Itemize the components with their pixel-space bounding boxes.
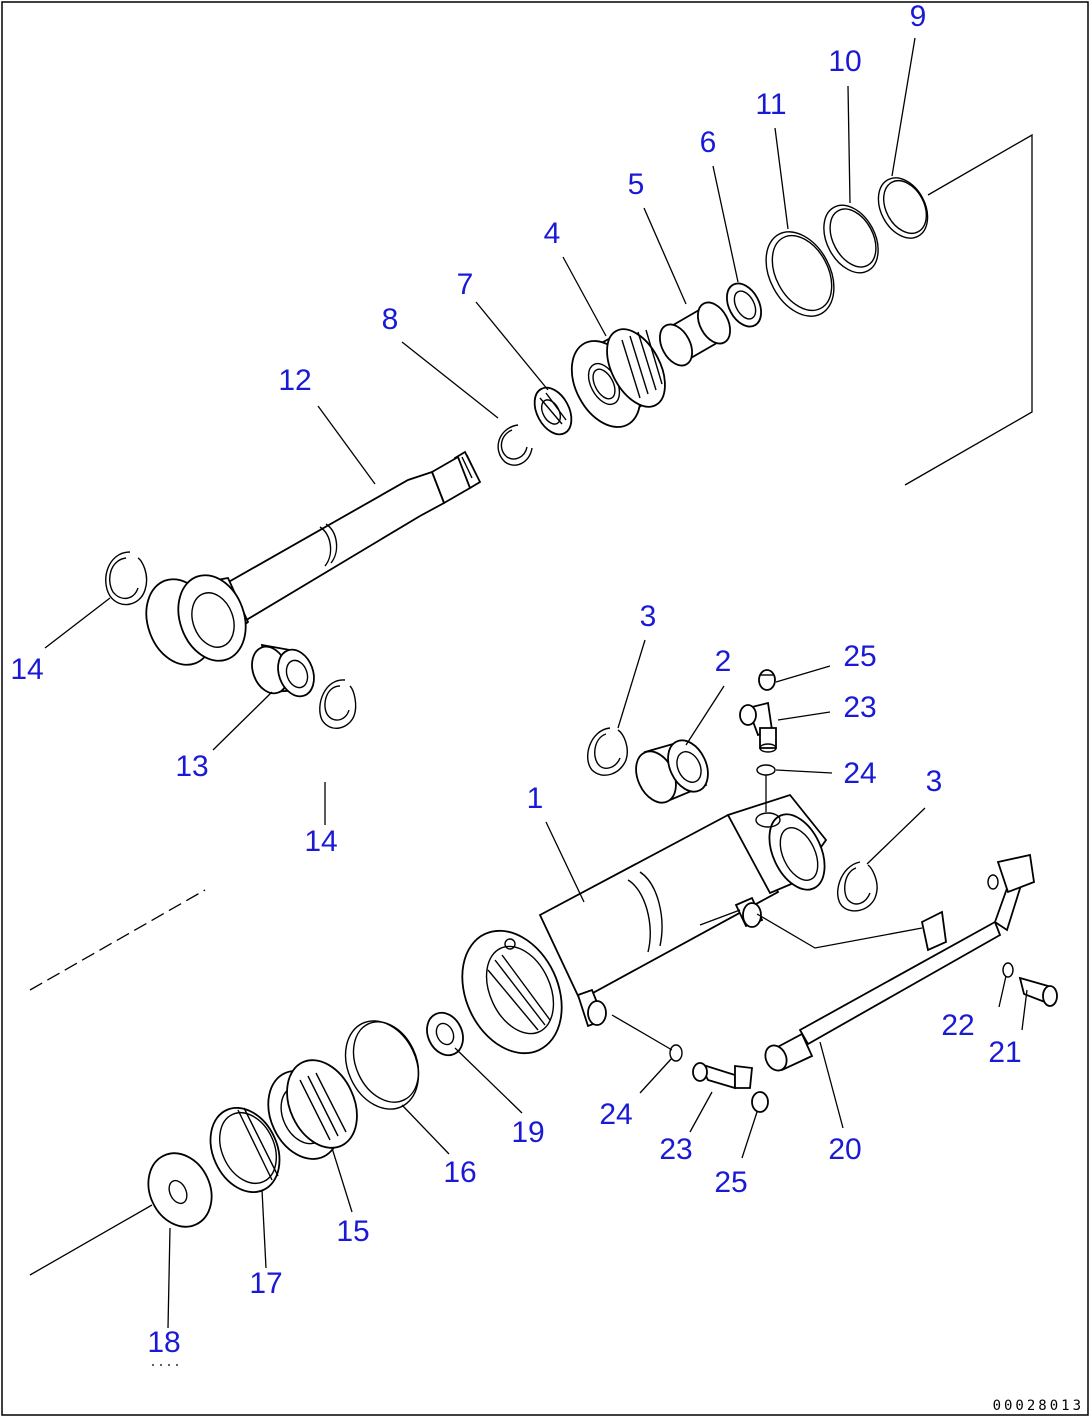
label-23-upper: 23 [843,691,876,724]
part-23-elbow-lower [692,1062,753,1090]
label-13: 13 [175,750,208,783]
label-25-lower: 25 [714,1166,747,1199]
drawing-code: 00028013 [993,1398,1084,1414]
label-14-upper: 14 [10,653,43,686]
label-17: 17 [249,1267,282,1300]
label-9: 9 [910,0,927,33]
part-24-oring-lower [669,1044,683,1062]
label-2: 2 [715,645,732,678]
part-6-bushing [726,282,762,328]
part-4-cylinder-head [570,328,666,428]
label-3-left: 3 [640,600,657,633]
label-10: 10 [828,45,861,78]
part-16-ring [344,1020,420,1110]
part-15-piston [267,1059,358,1160]
label-4: 4 [544,217,561,250]
label-24-lower: 24 [599,1098,632,1131]
part-12-piston-rod [145,450,482,666]
part-13-bushing [251,643,315,698]
part-3-snap-ring-left [587,727,628,776]
label-6: 6 [700,126,717,159]
part-25-plug-lower [751,1091,769,1113]
label-15: 15 [336,1215,369,1248]
part-20-pipe [756,853,1035,1072]
label-16: 16 [443,1156,476,1189]
label-11: 11 [755,88,786,121]
part-24-oring-upper [756,764,776,776]
part-25-plug-upper [758,669,776,691]
part-14-snap-ring-lower [319,679,357,729]
leader-lines [44,37,1028,1366]
part-2-bushing [635,739,709,804]
part-19-nut [426,1011,464,1057]
label-22: 22 [941,1009,974,1042]
part-17-ring [209,1106,281,1194]
label-23-lower: 23 [659,1133,692,1166]
label-3-right: 3 [926,765,943,798]
label-14-lower: 14 [304,825,337,858]
part-3-snap-ring-right [837,861,878,912]
part-10-ring [823,204,879,274]
axis-lines [29,133,1033,1276]
part-9-ring [877,177,929,239]
part-21-bolt [1018,976,1058,1007]
part-11-ring [765,231,835,317]
part-5-bushing [658,301,732,367]
label-1: 1 [527,782,544,815]
part-22-washer [1002,962,1014,978]
label-5: 5 [628,168,645,201]
label-20: 20 [828,1133,861,1166]
label-19: 19 [511,1116,544,1149]
part-1-cylinder-tube [461,793,828,1055]
label-25-upper: 25 [843,640,876,673]
part-18-washer [147,1152,213,1228]
part-14-snap-ring-upper [105,551,148,606]
label-18: 18 [147,1326,180,1359]
label-8: 8 [382,303,399,336]
label-7: 7 [457,268,474,301]
part-7-nut [533,386,573,436]
label-21: 21 [988,1036,1021,1069]
part-23-elbow-upper [739,701,777,753]
label-24-upper: 24 [843,757,876,790]
callout-labels: 9 10 11 6 5 4 7 8 12 14 13 14 3 2 25 23 … [10,0,1021,1359]
part-8-snap-ring [497,424,533,466]
label-12: 12 [278,364,311,397]
